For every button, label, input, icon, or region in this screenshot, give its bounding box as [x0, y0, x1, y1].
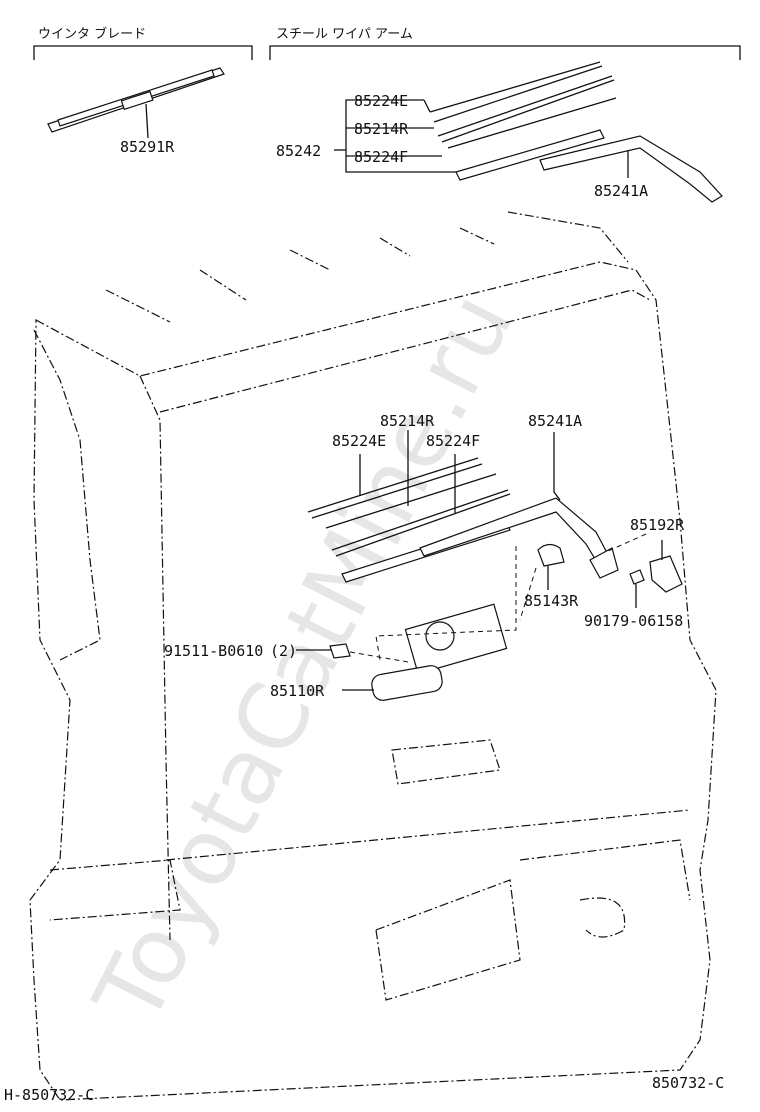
- leader-lines: [296, 430, 663, 691]
- label-85214R-main: 85214R: [380, 412, 435, 430]
- winter-blade-title: ウインタ ブレード: [38, 26, 146, 42]
- label-85224E-top: 85224E: [354, 92, 408, 110]
- label-85224F-top: 85224F: [354, 148, 408, 166]
- part-labels: 85214R 85224E 85224F 85241A 85192R 85143…: [164, 412, 685, 700]
- label-85241A-main: 85241A: [528, 412, 582, 430]
- label-85224E-main: 85224E: [332, 432, 386, 450]
- label-90179-06158: 90179-06158: [584, 612, 683, 630]
- label-85291R: 85291R: [120, 138, 175, 156]
- label-91511-qty: (2): [270, 642, 297, 660]
- winter-blade-illustration: 85291R: [47, 67, 225, 156]
- label-85143R: 85143R: [524, 592, 579, 610]
- label-85242: 85242: [276, 142, 321, 160]
- winter-blade-header: ウインタ ブレード: [33, 26, 253, 60]
- label-91511-B0610: 91511-B0610: [164, 642, 263, 660]
- wiper-assembly-main: [307, 457, 683, 701]
- label-85224F-main: 85224F: [426, 432, 480, 450]
- footer-left-code: H-850732-C: [4, 1086, 94, 1104]
- label-85241A-top: 85241A: [594, 182, 648, 200]
- steel-arm-header: スチール ワイパ アーム: [269, 27, 741, 60]
- label-85214R-top: 85214R: [354, 120, 409, 138]
- footer-right-code: 850732-C: [652, 1074, 724, 1092]
- label-85110R: 85110R: [270, 682, 325, 700]
- steel-arm-title: スチール ワイパ アーム: [276, 27, 413, 42]
- label-85192R: 85192R: [630, 516, 685, 534]
- vehicle-rear-outline: [29, 211, 717, 1101]
- steel-arm-exploded: 85224E 85214R 85224F 85242 85241A: [276, 61, 723, 203]
